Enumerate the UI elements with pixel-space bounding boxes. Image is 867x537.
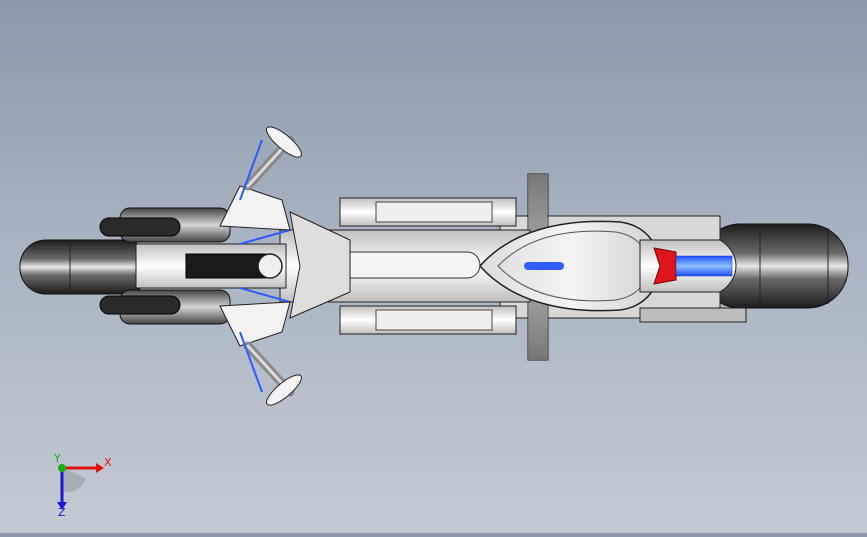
- handlebars: [239, 126, 302, 406]
- rear-tire: [699, 223, 849, 309]
- z-axis-label: Z: [58, 506, 66, 519]
- front-tire: [19, 239, 151, 295]
- fairing-wings: [219, 185, 291, 347]
- tank-badge: [524, 262, 564, 270]
- triad-shade: [62, 468, 86, 493]
- axis-triad: X Y Z: [40, 450, 120, 520]
- y-axis-dot: [58, 464, 66, 472]
- tail-light: [653, 247, 677, 285]
- tail-stripe: [675, 255, 733, 277]
- x-axis-label: X: [104, 456, 112, 469]
- tail-section: [639, 239, 737, 293]
- side-panels: [339, 197, 517, 335]
- y-axis-label: Y: [53, 452, 61, 465]
